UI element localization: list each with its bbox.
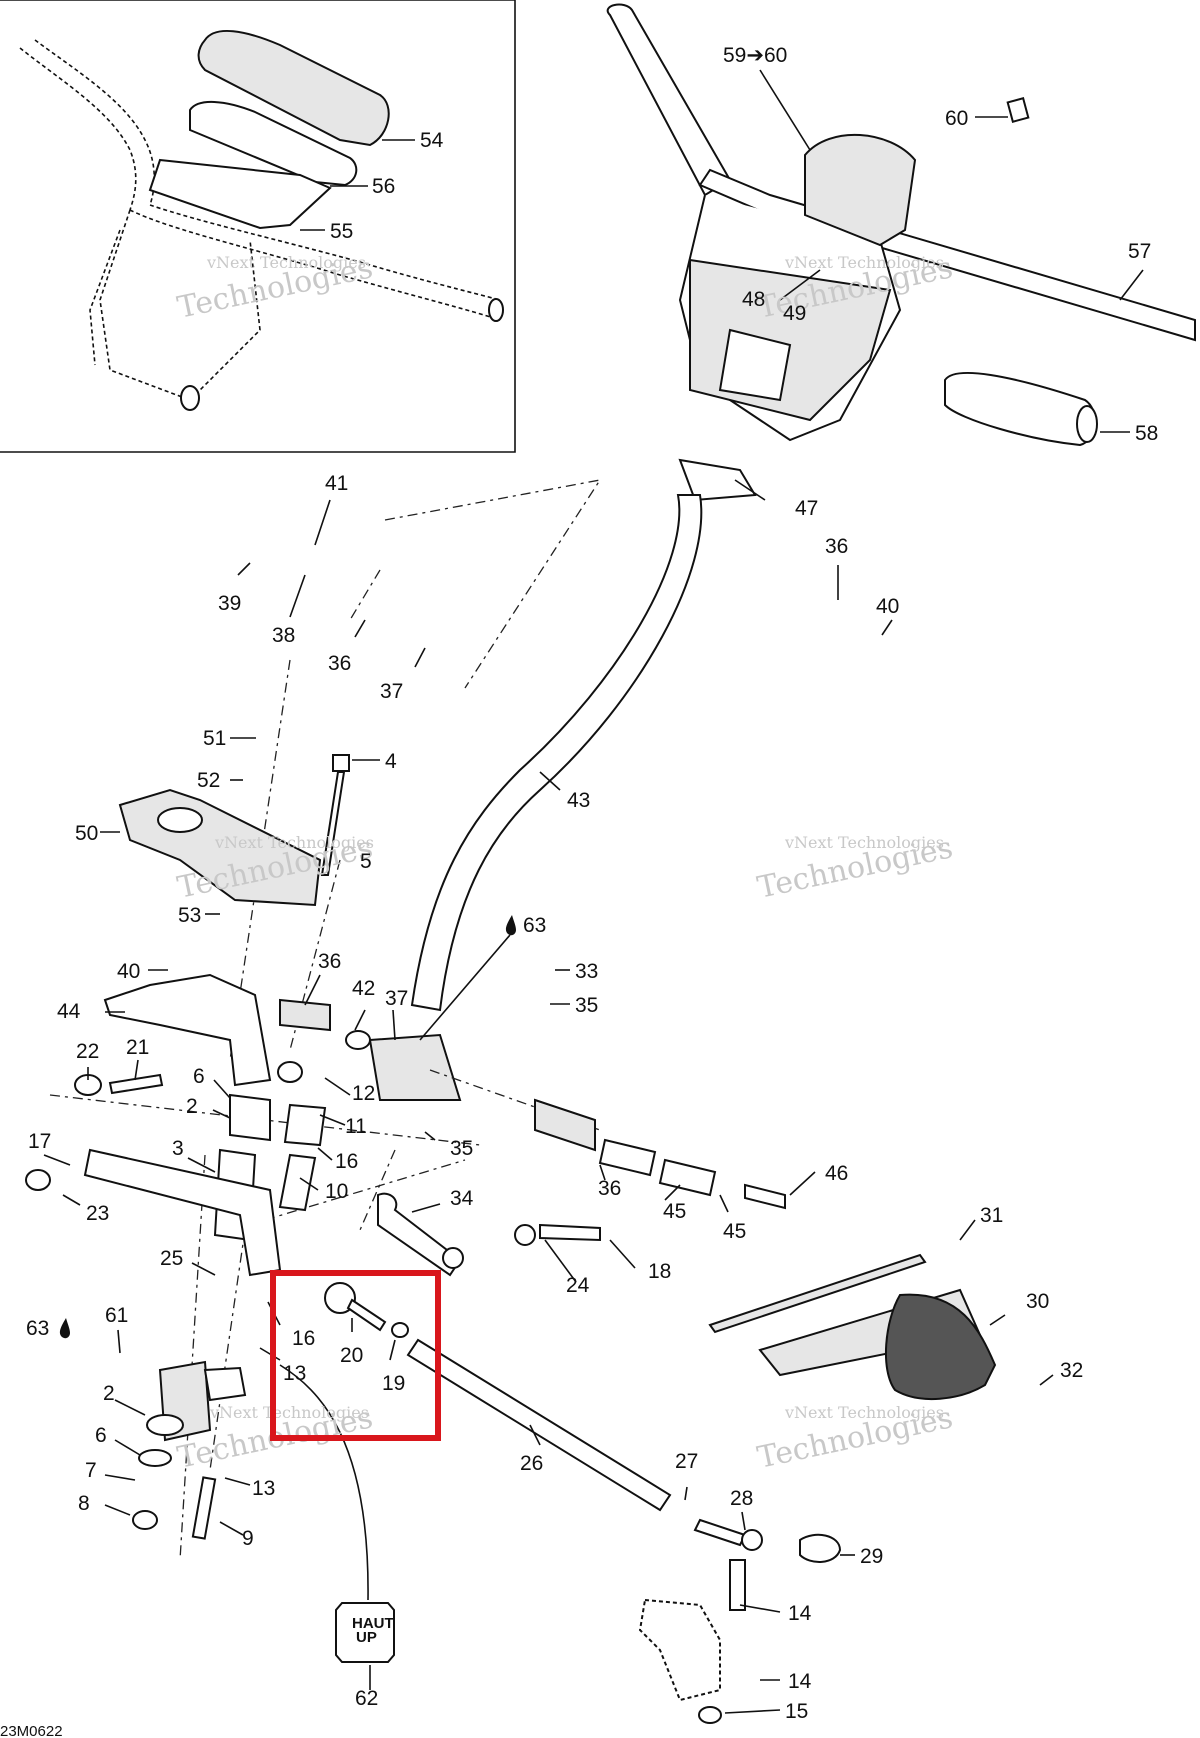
callout-39: 39 [218,592,241,615]
callout-36: 36 [318,950,341,973]
callout-44: 44 [57,1000,81,1023]
callout-12: 12 [352,1082,375,1105]
callout-15: 15 [785,1700,808,1723]
handlebar-assembly [606,3,1196,502]
callout-42: 42 [352,977,375,1000]
part-callouts: 54 56 55 59➔60 60 57 48 49 58 41 47 39 3… [26,44,1158,1723]
callout-22: 22 [76,1040,99,1063]
callout-10: 10 [325,1180,348,1203]
callout-29: 29 [860,1545,883,1568]
callout-14: 14 [788,1602,812,1625]
callout-62: 62 [355,1687,378,1710]
watermark-text: vNext Technologies [784,833,944,852]
callout-13: 13 [283,1362,306,1385]
callout-2: 2 [186,1095,198,1118]
decal-text-haut: HAUT [352,1615,394,1632]
callout-36: 36 [328,652,351,675]
callout-38: 38 [272,624,295,647]
callout-13: 13 [252,1477,275,1500]
callout-34: 34 [450,1187,474,1210]
haut-up-decal: HAUT UP [352,1615,394,1646]
callout-18: 18 [648,1260,671,1283]
callout-35: 35 [575,994,598,1017]
callout-36: 36 [825,535,848,558]
callout-58: 58 [1135,422,1158,445]
callout-51: 51 [203,727,226,750]
callout-55: 55 [330,220,353,243]
watermark-text: vNext Technologies [209,1403,369,1422]
callout-43: 43 [567,789,590,812]
drawing-code: 23M0622 [0,1723,63,1738]
callout-28: 28 [730,1487,753,1510]
callout-8: 8 [78,1492,90,1515]
callout-9: 9 [242,1527,254,1550]
callout-37: 37 [380,680,403,703]
callout-16: 16 [292,1327,315,1350]
callout-21: 21 [126,1036,149,1059]
callout-6: 6 [95,1424,107,1447]
callout-24: 24 [566,1274,590,1297]
callout-47: 47 [795,497,818,520]
drop-icon [59,1318,70,1339]
callout-50: 50 [75,822,98,845]
lower-parts [25,754,997,1724]
callout-7: 7 [85,1459,97,1482]
callout-59-60: 59➔60 [723,44,787,67]
callout-11: 11 [345,1115,367,1138]
callout-36: 36 [598,1177,621,1200]
callout-6: 6 [193,1065,205,1088]
decal-text-up: UP [356,1629,377,1646]
callout-2: 2 [103,1382,115,1405]
callout-48: 48 [742,288,765,311]
callout-45: 45 [663,1200,686,1223]
steering-column [368,494,703,1101]
callout-37: 37 [385,987,408,1010]
callout-49: 49 [783,302,806,325]
inset-alternate-handlebar [0,0,516,453]
drop-icon [505,915,516,936]
watermark-text: vNext Technologies [206,253,366,272]
callout-27: 27 [675,1450,698,1473]
callout-41: 41 [325,472,348,495]
watermark-text: vNext Technologies [214,833,374,852]
highlight-box [270,1270,441,1441]
callout-14: 14 [788,1670,812,1693]
watermark-text: vNext Technologies [784,253,944,272]
callout-4: 4 [385,750,397,773]
callout-40: 40 [876,595,899,618]
callout-61: 61 [105,1304,128,1327]
callout-3: 3 [172,1137,184,1160]
callout-63: 63 [523,914,546,937]
callout-20: 20 [340,1344,363,1367]
callout-57: 57 [1128,240,1151,263]
callout-26: 26 [520,1452,543,1475]
callout-5: 5 [360,850,372,873]
callout-40: 40 [117,960,140,983]
callout-19: 19 [382,1372,405,1395]
callout-25: 25 [160,1247,183,1270]
callout-54: 54 [420,129,444,152]
callout-16: 16 [335,1150,358,1173]
callout-56: 56 [372,175,395,198]
callout-35: 35 [450,1137,473,1160]
callout-33: 33 [575,960,598,983]
callout-60: 60 [945,107,968,130]
callout-17: 17 [28,1130,51,1153]
callout-32: 32 [1060,1359,1083,1382]
callout-31: 31 [980,1204,1003,1227]
callout-23: 23 [86,1202,109,1225]
watermark-text: vNext Technologies [784,1403,944,1422]
callout-46: 46 [825,1162,848,1185]
callout-63: 63 [26,1317,49,1340]
callout-45: 45 [723,1220,746,1243]
callout-53: 53 [178,904,201,927]
callout-52: 52 [197,769,220,792]
callout-30: 30 [1026,1290,1049,1313]
leader-lines [43,69,1144,1714]
